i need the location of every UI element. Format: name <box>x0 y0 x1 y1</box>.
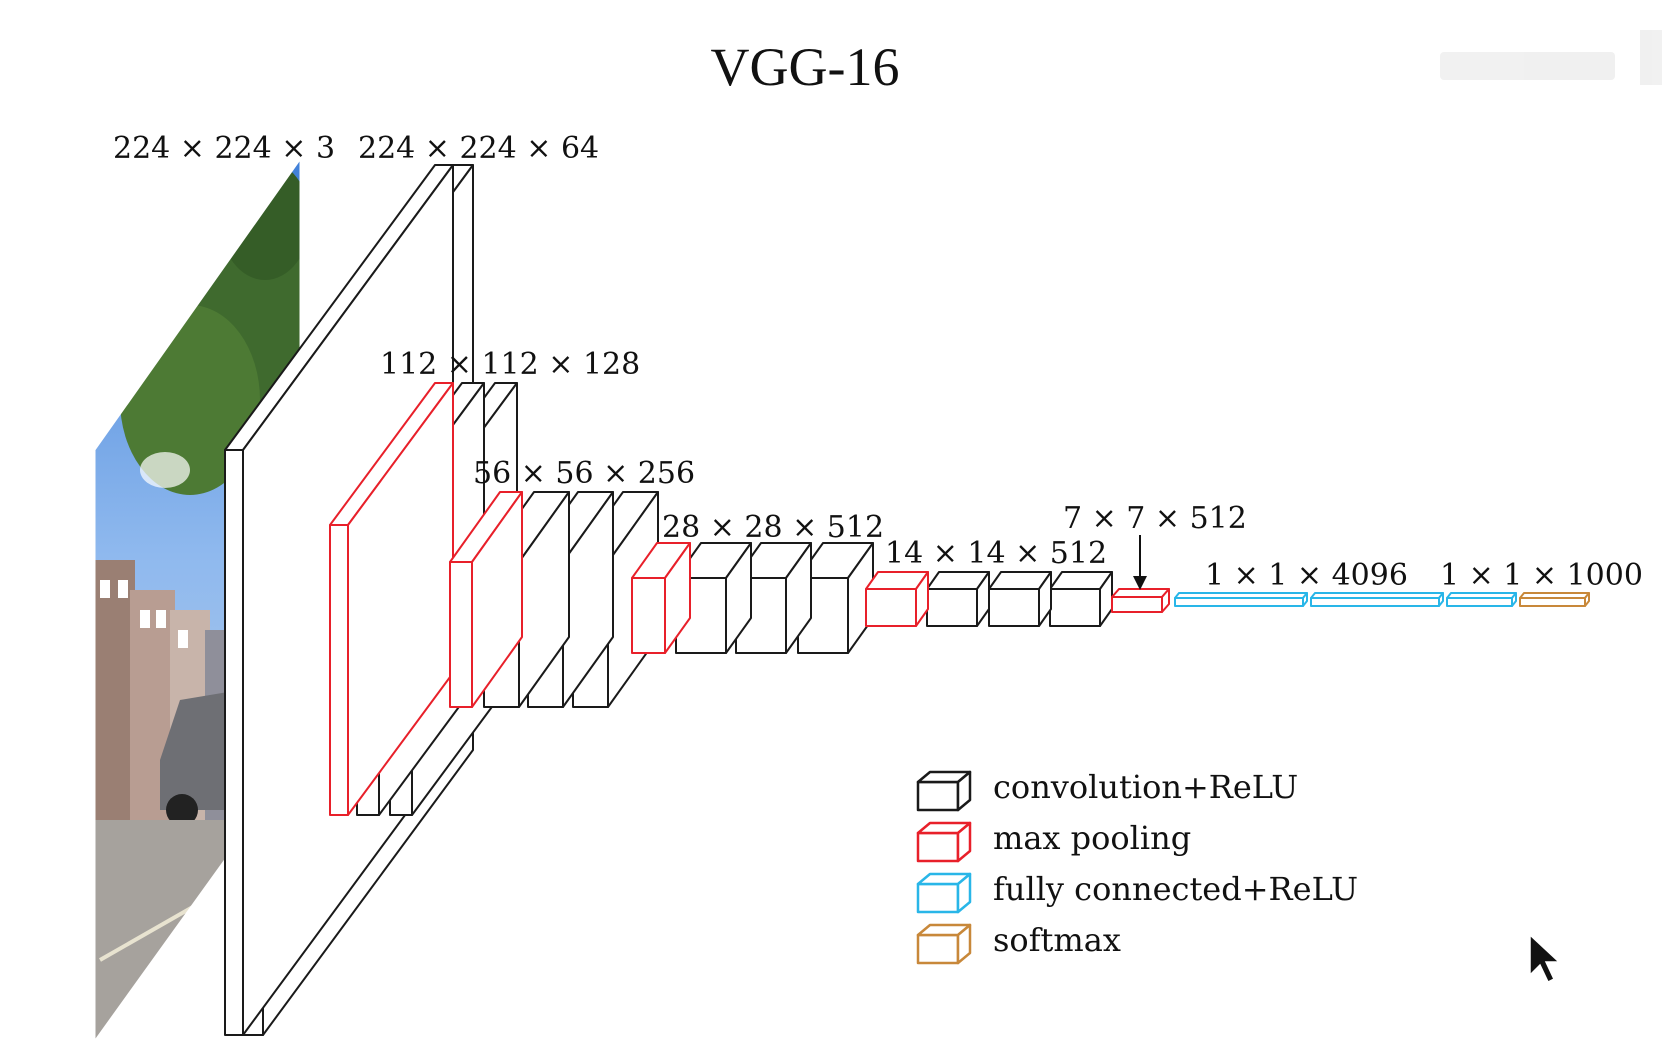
legend-swatch-0 <box>916 770 972 812</box>
arrow-down-icon <box>1133 535 1147 590</box>
legend-swatch-1 <box>916 821 972 863</box>
fc2-block <box>1310 592 1444 607</box>
legend-swatch-3 <box>916 923 972 965</box>
pool2-block <box>449 491 523 708</box>
mouse-cursor-icon <box>1529 933 1561 984</box>
label-conv4-dims: 28 × 28 × 512 <box>662 510 884 545</box>
pool5-block <box>1111 588 1170 613</box>
legend-label-0: convolution+ReLU <box>993 768 1298 806</box>
legend-swatch-2 <box>916 872 972 914</box>
layer-blocks <box>224 164 1590 1036</box>
label-input-dims: 224 × 224 × 3 <box>113 131 335 166</box>
legend-label-1: max pooling <box>993 819 1191 857</box>
pool4-block <box>865 571 929 627</box>
label-conv1-dims: 224 × 224 × 64 <box>358 131 599 166</box>
conv5-block-3 <box>1049 571 1113 627</box>
dimension-labels: 224 × 224 × 3 224 × 224 × 64 112 × 112 ×… <box>113 131 1643 593</box>
softmax-block <box>1519 592 1590 607</box>
label-pool5-dims: 7 × 7 × 512 <box>1063 501 1247 536</box>
label-conv5-dims: 14 × 14 × 512 <box>885 536 1107 571</box>
conv5-block-2 <box>988 571 1052 627</box>
legend: convolution+ReLU max pooling fully connect… <box>916 768 1358 965</box>
label-output-dims: 1 × 1 × 1000 <box>1440 558 1643 593</box>
label-conv2-dims: 112 × 112 × 128 <box>380 347 640 382</box>
fc3-block <box>1446 592 1517 607</box>
conv5-block-1 <box>926 571 990 627</box>
pool3-block <box>631 542 691 654</box>
legend-label-2: fully connected+ReLU <box>993 870 1358 908</box>
fc1-block <box>1174 592 1308 607</box>
label-conv3-dims: 56 × 56 × 256 <box>473 456 695 491</box>
diagram-title: VGG-16 <box>711 37 900 97</box>
legend-label-3: softmax <box>993 921 1121 959</box>
conv4-block-1 <box>675 542 752 654</box>
watermark-logo <box>1440 30 1662 85</box>
label-fc-dims: 1 × 1 × 4096 <box>1205 558 1408 593</box>
pool1-block <box>329 382 454 816</box>
